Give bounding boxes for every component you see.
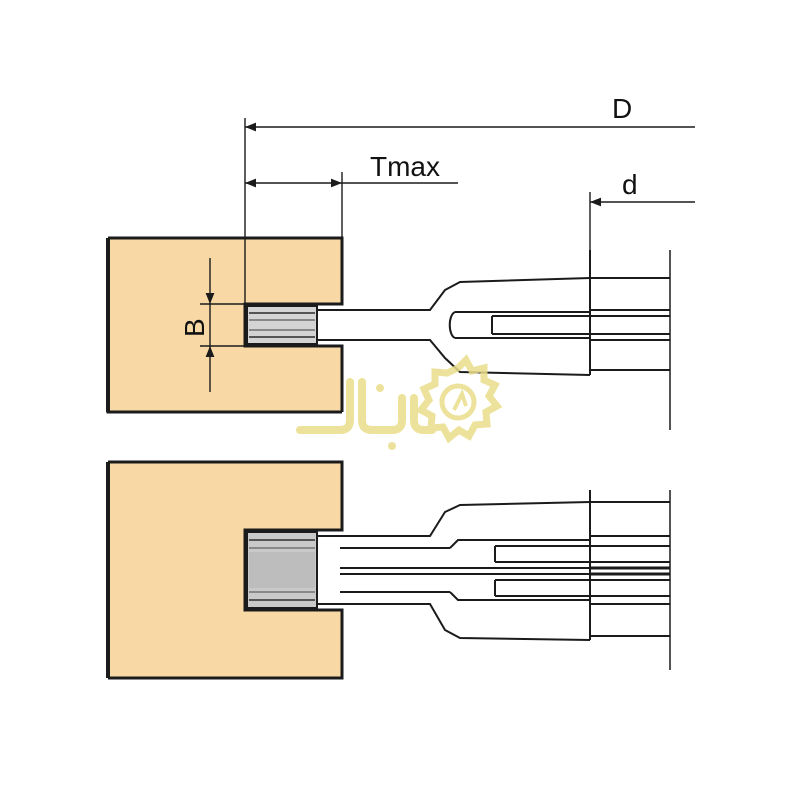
dimension-lines	[200, 118, 695, 392]
label-D: D	[612, 93, 632, 124]
tool-body-top	[317, 250, 671, 430]
tool-body-bottom	[317, 490, 671, 670]
workpiece-top	[108, 238, 342, 412]
double-tool-view	[106, 460, 671, 680]
watermark-wordmark	[296, 378, 436, 450]
label-d: d	[622, 169, 638, 200]
cutter-insert-top	[246, 305, 318, 345]
saw-blade-icon	[415, 354, 503, 444]
single-tool-view	[106, 236, 671, 430]
cutter-insert-bottom	[246, 531, 318, 609]
workpiece-bottom	[108, 462, 342, 678]
label-B: B	[179, 318, 210, 337]
watermark-logo	[296, 354, 503, 450]
label-Tmax: Tmax	[370, 151, 440, 182]
